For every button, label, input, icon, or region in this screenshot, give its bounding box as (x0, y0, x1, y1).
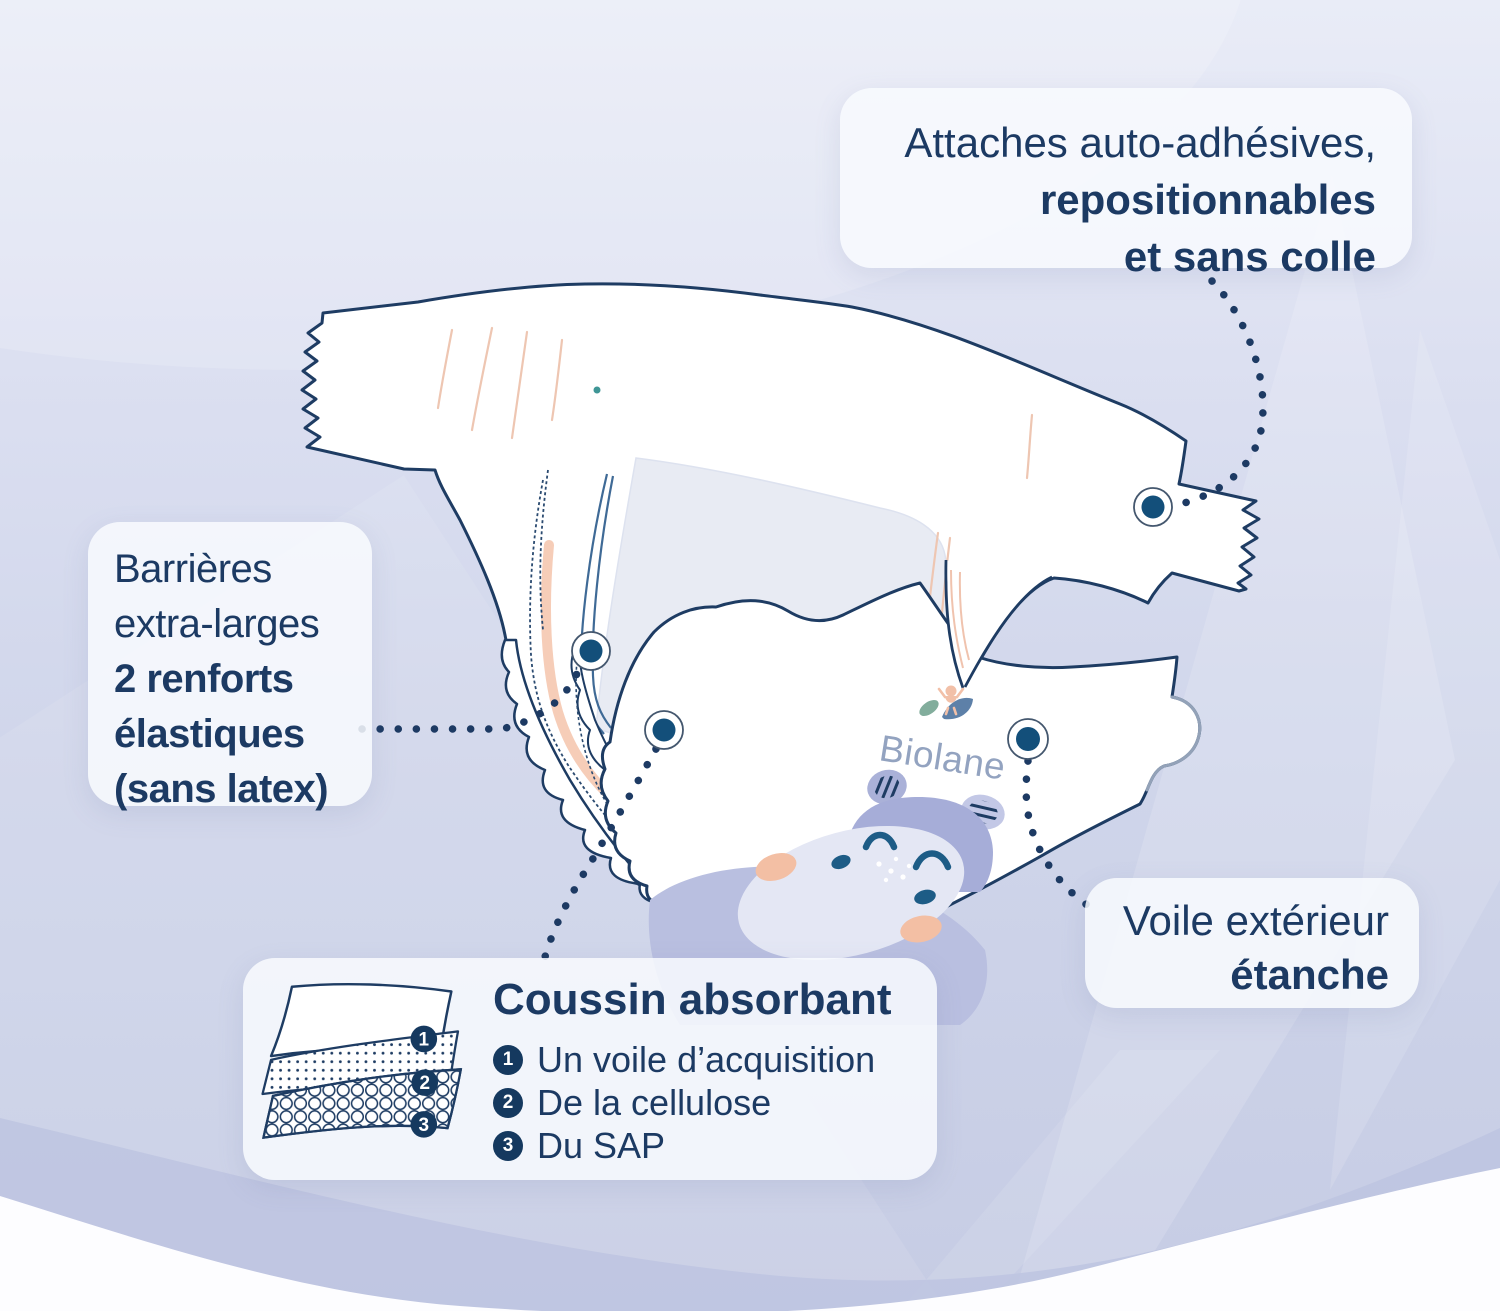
coussin-item-2-label: De la cellulose (537, 1082, 772, 1123)
callout-barrieres-line5: (sans latex) (114, 767, 329, 811)
connector-barrieres (358, 657, 587, 733)
callout-barrieres: Barrières extra-larges 2 renforts élasti… (88, 522, 372, 811)
hippo-freckles (876, 856, 912, 883)
connector-coussin (541, 745, 660, 961)
marker-barriere-2 (644, 710, 684, 750)
coussin-item-3-badge: 3 (493, 1130, 523, 1161)
marker-attaches (1133, 487, 1173, 527)
hippo-mouth (914, 889, 936, 905)
coussin-title: Coussin absorbant (493, 975, 892, 1024)
layer-badge-2: 2 (411, 1069, 439, 1096)
callout-attaches: Attaches auto-adhésives, repositionnable… (840, 88, 1412, 280)
marker-voile (1007, 718, 1049, 760)
coussin-item-1-label: Un voile d’acquisition (537, 1039, 876, 1080)
callout-coussin: 1 2 3 Coussin absorbant 1 Un voile d’acq… (243, 958, 937, 1180)
coussin-item-3-label: Du SAP (537, 1125, 666, 1166)
bottom-swoosh-white (0, 1168, 1500, 1311)
callout-attaches-line3: et sans colle (1123, 233, 1376, 280)
crotch-wedge (944, 559, 1053, 689)
callout-barrieres-line1: Barrières (114, 547, 272, 591)
connector-attaches (1166, 277, 1267, 510)
connector-dots (358, 277, 1267, 961)
callout-voile-line1: Voile extérieur (1122, 897, 1389, 944)
callout-barrieres-line4: élastiques (114, 712, 305, 756)
feature-markers (571, 487, 1173, 760)
callout-voile: Voile extérieur étanche (1085, 878, 1419, 1008)
connector-voile (1022, 757, 1104, 917)
svg-text:3: 3 (419, 1115, 430, 1136)
hippo-eyes (862, 831, 952, 871)
coussin-item-3: 3 Du SAP (493, 1124, 923, 1167)
layer-badge-1: 1 (410, 1025, 438, 1053)
callout-barrieres-line2: extra-larges (114, 602, 320, 646)
callout-attaches-line1: Attaches auto-adhésives, (904, 119, 1376, 166)
hippo-nostril-peach (755, 853, 797, 881)
coussin-item-1: 1 Un voile d’acquisition (493, 1038, 923, 1081)
coussin-item-2: 2 De la cellulose (493, 1081, 923, 1124)
logo-icon (919, 685, 973, 720)
teal-dot (593, 386, 601, 394)
callout-attaches-line2: repositionnables (1039, 176, 1376, 223)
hippo-cheek (900, 915, 942, 943)
callout-voile-line2: étanche (1230, 951, 1389, 998)
side-tab-nub (1145, 695, 1202, 792)
coussin-item-1-badge: 1 (493, 1044, 523, 1075)
marker-barriere-1 (571, 631, 611, 671)
callout-barrieres-line3: 2 renforts (114, 657, 294, 701)
svg-text:1: 1 (419, 1030, 430, 1051)
coussin-item-2-badge: 2 (493, 1087, 523, 1118)
layer-badge-3: 3 (410, 1111, 438, 1138)
hippo-nostril-dark (831, 854, 851, 870)
svg-text:2: 2 (419, 1073, 430, 1094)
absorbent-layers-diagram: 1 2 3 (261, 982, 463, 1139)
